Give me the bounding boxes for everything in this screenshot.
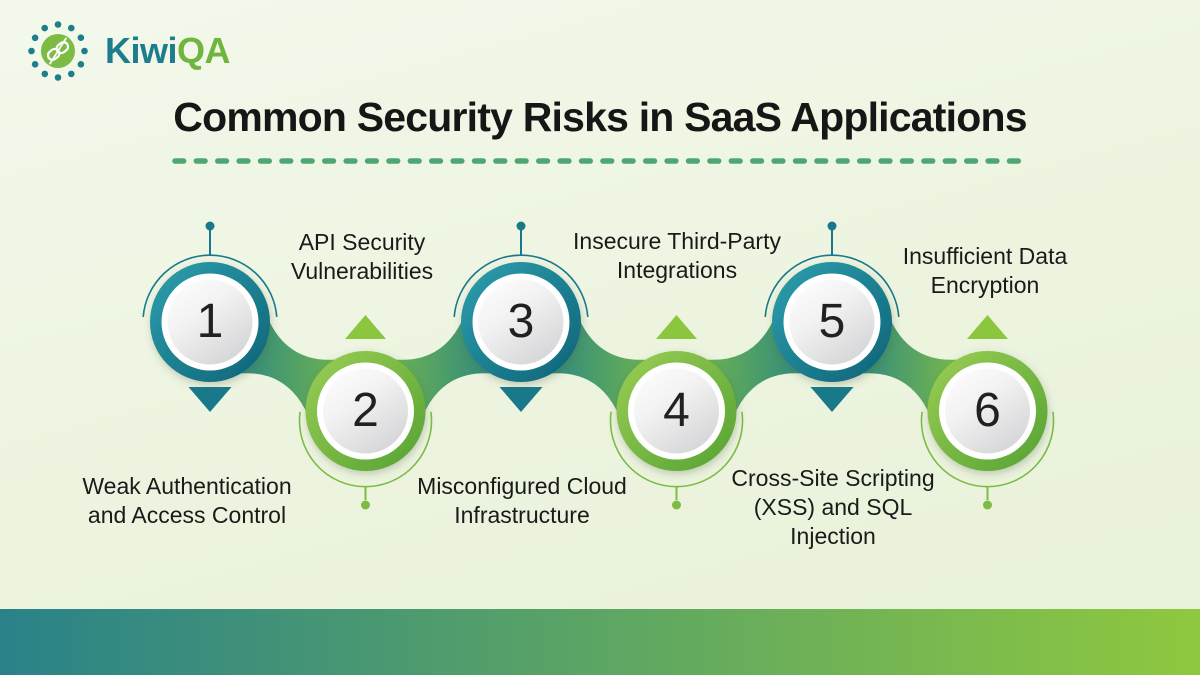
step-4-marker-dot [672,500,681,510]
logo-dot [68,24,75,32]
step-5-triangle-down-icon [810,387,854,412]
step-3-number: 3 [507,295,535,348]
step-1-number: 1 [196,295,224,348]
step-5-number: 5 [818,295,846,348]
brand-logo: KiwiQA [24,16,231,86]
step-4-label: Insecure Third-Party Integrations [573,228,781,283]
step-2-number: 2 [352,384,379,437]
logo-dot [68,70,75,78]
kiwiqa-logo-icon [28,21,88,81]
logo-dot [41,70,49,78]
step-5-label: Cross-Site Scripting (XSS) and SQL Injec… [731,465,935,549]
logo-dot [54,21,62,28]
logo-dot [77,34,85,41]
step-6-marker-dot [983,500,992,510]
logo-dot [28,47,35,55]
logo-dot [41,24,48,32]
logo-dot [81,47,88,55]
step-4-triangle-up-icon [656,315,697,339]
step-3-triangle-down-icon [499,387,543,412]
page-title: Common Security Risks in SaaS Applicatio… [173,94,1027,140]
brand-name-kiwi: Kiwi [105,30,178,71]
step-1-label: Weak Authentication and Access Control [82,473,292,528]
title-underline-dashes [172,158,1028,164]
brand-name: KiwiQA [105,17,231,85]
logo-dot [77,61,85,68]
logo-dot-ring [28,21,88,81]
logo-dot [31,34,39,42]
step-2-label: API Security Vulnerabilities [290,229,434,284]
step-1-triangle-down-icon [188,387,232,412]
step-6-triangle-up-icon [967,315,1008,339]
step-4-number: 4 [663,384,690,437]
logo-dot [54,74,62,81]
step-3-marker-dot [516,221,526,231]
step-2-marker-dot [361,500,370,510]
step-5-marker-dot [827,221,837,231]
step-3-label: Misconfigured Cloud Infrastructure [417,473,627,528]
brand-name-qa: QA [177,30,231,71]
logo-dot [31,61,39,68]
chain-link-icon [46,37,70,65]
step-2-triangle-up-icon [345,315,386,339]
footer-gradient-bar [0,609,1200,675]
step-6-label: Insufficient Data Encryption [902,243,1068,298]
step-1-marker-dot [205,221,215,231]
step-6-number: 6 [974,384,1001,437]
